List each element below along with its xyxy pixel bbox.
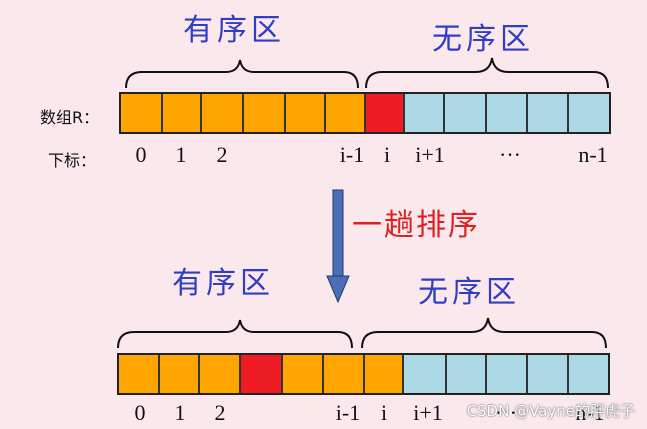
top-sorted-brace: [125, 59, 359, 89]
array-cell-unsorted: [528, 94, 570, 132]
bottom-sorted-region-label: 有序区: [172, 266, 274, 301]
index-label-item: i-1: [335, 400, 361, 425]
array-cell-sorted: [159, 355, 200, 393]
array-cell-current: [240, 355, 284, 393]
index-label-item: ···: [499, 142, 521, 167]
index-label-item: 1: [175, 142, 187, 167]
index-label-item: 1: [174, 400, 186, 425]
index-label-item: 2: [214, 400, 226, 425]
array-cell-unsorted: [403, 355, 447, 393]
top-unsorted-brace: [365, 57, 609, 89]
index-label-item: i-1: [339, 142, 365, 167]
array-cell-sorted: [199, 355, 241, 393]
array-cell-sorted: [364, 355, 404, 393]
index-label-item: 0: [135, 142, 147, 167]
array-cell-unsorted: [444, 94, 487, 132]
index-label-item: ···: [495, 400, 517, 425]
top-unsorted-region-label: 无序区: [432, 22, 534, 57]
array-cell-unsorted: [446, 355, 488, 393]
index-label-item: i: [380, 400, 388, 425]
index-label-item: 0: [134, 400, 146, 425]
array-cell-unsorted: [487, 355, 529, 393]
index-label-item: n-1: [575, 400, 605, 425]
array-cell-sorted: [326, 94, 367, 132]
top-array: [119, 92, 611, 134]
array-cell-sorted: [121, 94, 163, 132]
sort-step-label: 一趟排序: [352, 208, 480, 243]
array-label: 数组R：: [40, 108, 100, 127]
array-cell-unsorted: [528, 355, 570, 393]
top-sorted-region-label: 有序区: [183, 13, 285, 48]
down-arrow-shaft: [332, 189, 344, 279]
bottom-unsorted-brace: [361, 317, 607, 349]
bottom-unsorted-region-label: 无序区: [418, 275, 520, 310]
index-label-item: n-1: [578, 142, 608, 167]
array-cell-sorted: [201, 94, 244, 132]
down-arrow-head: [326, 275, 350, 304]
array-cell-sorted: [162, 94, 202, 132]
bottom-array: [117, 353, 610, 395]
index-label-item: i+1: [413, 400, 443, 425]
array-cell-unsorted: [486, 94, 529, 132]
array-cell-unsorted: [569, 355, 608, 393]
array-cell-sorted: [324, 355, 365, 393]
index-label: 下标：: [48, 151, 97, 170]
bottom-sorted-brace: [117, 319, 353, 349]
index-label-item: 2: [216, 142, 228, 167]
array-cell-current: [366, 94, 405, 132]
array-cell-unsorted: [404, 94, 445, 132]
index-label-item: i+1: [415, 142, 445, 167]
watermark: CSDN @Vayne的胖虎子: [466, 402, 635, 420]
array-cell-sorted: [243, 94, 287, 132]
index-label-item: i: [383, 142, 391, 167]
array-cell-sorted: [283, 355, 325, 393]
array-cell-sorted: [119, 355, 160, 393]
array-cell-sorted: [286, 94, 327, 132]
array-cell-unsorted: [569, 94, 610, 132]
